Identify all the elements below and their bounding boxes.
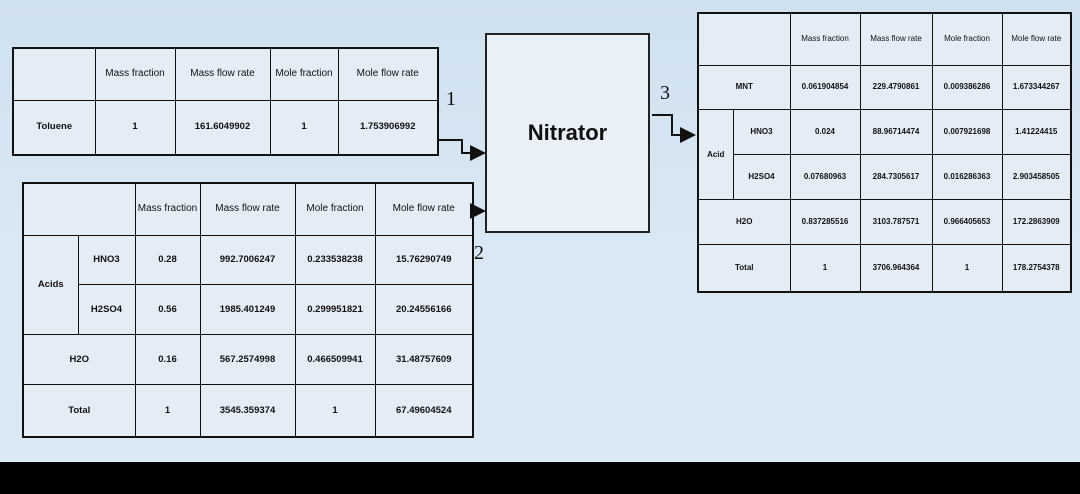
header-mole-fraction: Mole fraction — [294, 182, 376, 236]
cell: 284.7305617 — [859, 154, 933, 201]
row-label: H2O — [22, 334, 136, 386]
row-label: H2O — [697, 199, 791, 246]
row-label: HNO3 — [77, 234, 136, 286]
cell: 992.7006247 — [199, 234, 296, 286]
stream-3-arrow — [652, 114, 696, 143]
stream-1-arrow — [438, 139, 486, 161]
cell: 2.903458505 — [1001, 154, 1072, 201]
header-mass-flow-rate: Mass flow rate — [174, 47, 271, 101]
row-label: MNT — [697, 64, 791, 111]
cell: 20.24556166 — [374, 284, 474, 336]
cell: 3706.964364 — [859, 244, 933, 293]
stream-1-table: Mass fraction Mass flow rate Mole fracti… — [12, 47, 439, 156]
corner-cell — [12, 47, 96, 101]
cell: 31.48757609 — [374, 334, 474, 386]
stream-number-2: 2 — [474, 242, 484, 264]
cell: 161.6049902 — [174, 99, 271, 156]
group-label: Acids — [22, 234, 79, 336]
cell: 0.024 — [789, 109, 861, 156]
cell: 0.28 — [134, 234, 201, 286]
cell: 0.56 — [134, 284, 201, 336]
header-mass-flow-rate: Mass flow rate — [859, 12, 933, 66]
cell: 0.837285516 — [789, 199, 861, 246]
header-mass-fraction: Mass fraction — [134, 182, 201, 236]
corner-cell — [22, 182, 136, 236]
flow-arrows — [438, 114, 696, 219]
cell: 3545.359374 — [199, 384, 296, 438]
stream-number-3: 3 — [660, 82, 670, 104]
header-mass-fraction: Mass fraction — [789, 12, 861, 66]
cell: 178.2754378 — [1001, 244, 1072, 293]
cell: 0.007921698 — [931, 109, 1003, 156]
cell: 0.07680963 — [789, 154, 861, 201]
cell: 1 — [94, 99, 176, 156]
header-mole-flow-rate: Mole flow rate — [1001, 12, 1072, 66]
stream-3-table: Mass fraction Mass flow rate Mole fracti… — [697, 12, 1072, 293]
row-label: Total — [22, 384, 136, 438]
nitrator-box: Nitrator — [485, 33, 650, 233]
cell: 1.753906992 — [337, 99, 439, 156]
row-label: HNO3 — [732, 109, 791, 156]
cell: 0.966405653 — [931, 199, 1003, 246]
cell: 1.673344267 — [1001, 64, 1072, 111]
cell: 229.4790861 — [859, 64, 933, 111]
stream-number-1: 1 — [446, 88, 456, 110]
cell: 0.009386286 — [931, 64, 1003, 111]
cell: 15.76290749 — [374, 234, 474, 286]
bottom-black-bar — [0, 462, 1080, 494]
row-label: H2SO4 — [732, 154, 791, 201]
cell: 1.41224415 — [1001, 109, 1072, 156]
cell: 3103.787571 — [859, 199, 933, 246]
header-mole-fraction: Mole fraction — [931, 12, 1003, 66]
cell: 1 — [789, 244, 861, 293]
cell: 67.49604524 — [374, 384, 474, 438]
cell: 1 — [294, 384, 376, 438]
row-label: Toluene — [12, 99, 96, 156]
corner-cell — [697, 12, 791, 66]
cell: 172.2863909 — [1001, 199, 1072, 246]
stream-2-table: Mass fraction Mass flow rate Mole fracti… — [22, 182, 474, 438]
nitrator-label: Nitrator — [527, 120, 608, 145]
cell: 0.016286363 — [931, 154, 1003, 201]
header-mass-flow-rate: Mass flow rate — [199, 182, 296, 236]
header-mole-flow-rate: Mole flow rate — [337, 47, 439, 101]
group-label: Acid — [697, 109, 734, 201]
cell: 88.96714474 — [859, 109, 933, 156]
cell: 1 — [931, 244, 1003, 293]
cell: 0.061904854 — [789, 64, 861, 111]
row-label: Total — [697, 244, 791, 293]
